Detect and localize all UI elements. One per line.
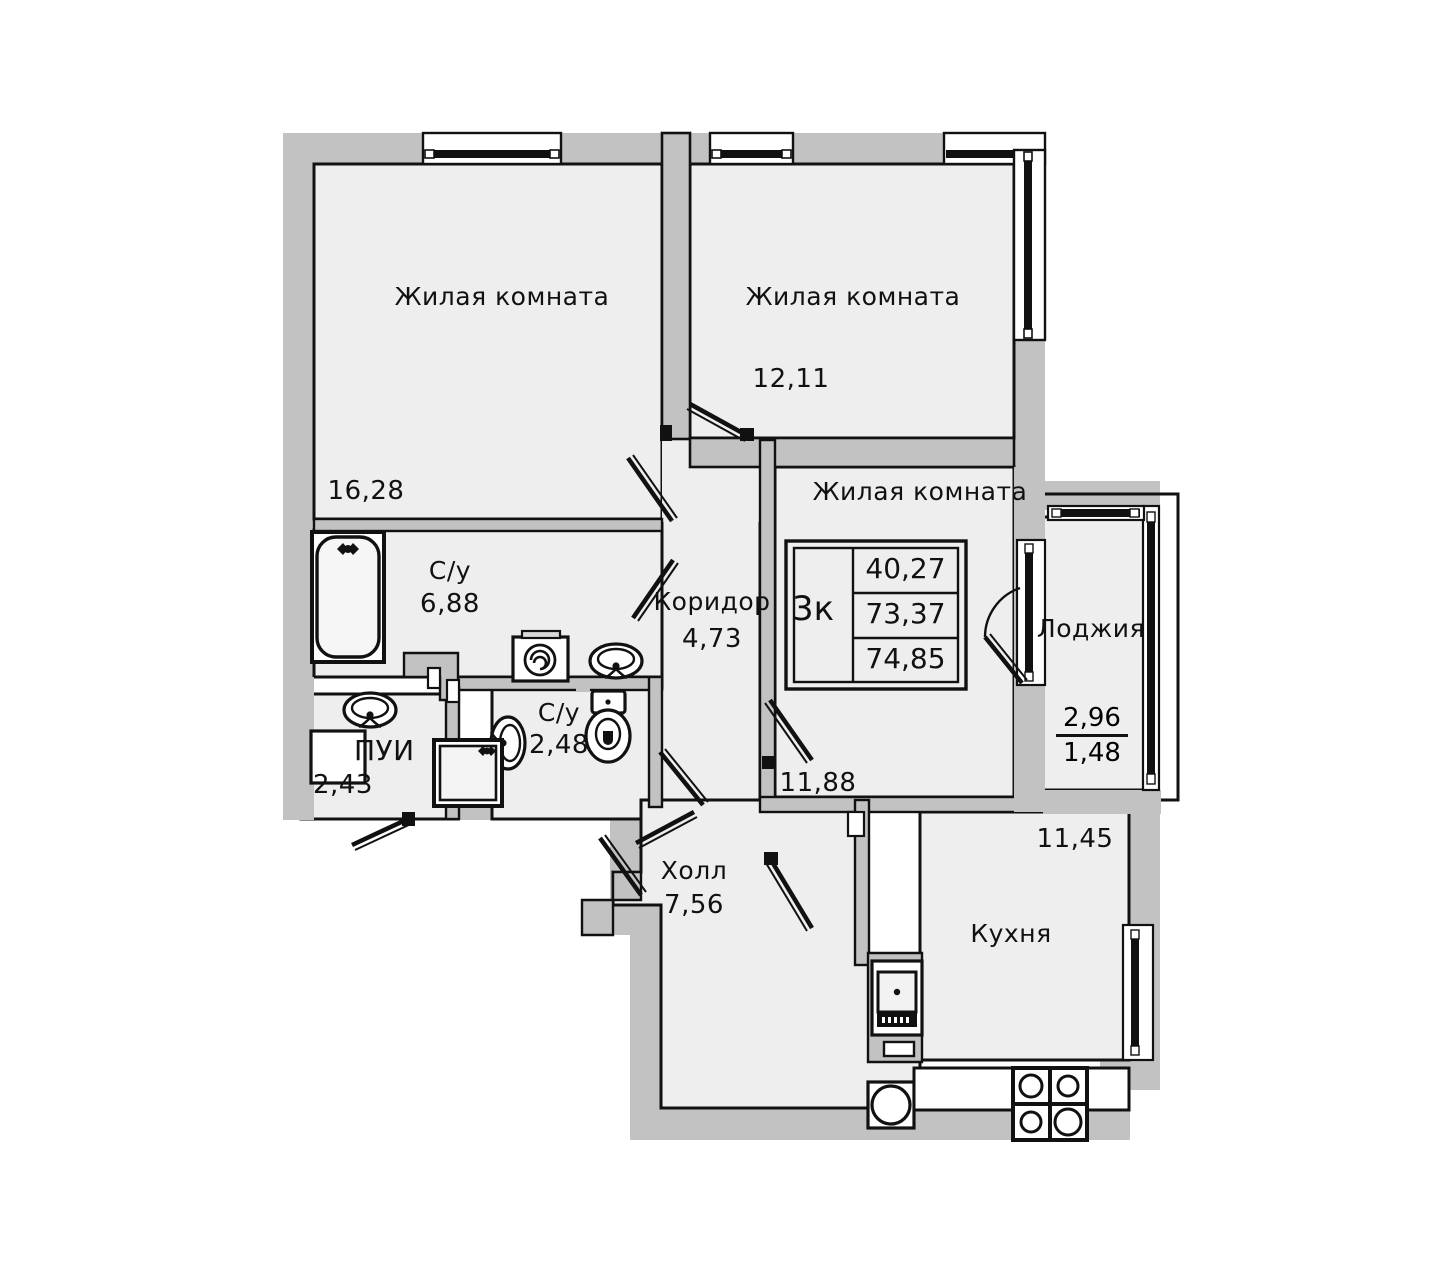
room-area-loggia: 2,96 1,48: [1056, 703, 1128, 768]
cabinet-icon: [309, 729, 367, 785]
room-label-kitchen: Кухня: [970, 919, 1052, 948]
loggia-area-reduced: 1,48: [1063, 738, 1121, 768]
toilet-icon: [584, 689, 632, 764]
windows: [421, 131, 1161, 1062]
summary-total-area: 74,85: [865, 642, 946, 675]
summary-table-box: [784, 539, 968, 691]
room-label-living-room-1: Жилая комната: [394, 282, 610, 311]
room-label-living-room-3: Жилая комната: [812, 477, 1028, 506]
sink-icon: [342, 691, 398, 729]
apartment-summary: 3к 40,27 73,37 74,85: [786, 541, 966, 689]
room-area-living-room-1: 16,28: [327, 476, 405, 506]
bathtub-icon: [310, 530, 386, 664]
room-area-bathroom-wc: 2,48: [529, 730, 589, 760]
interior-walls: [286, 131, 1161, 1064]
room-area-living-room-2: 12,11: [752, 364, 830, 394]
kitchen-sink-icon: [866, 1080, 916, 1130]
loggia-area-total: 2,96: [1063, 703, 1121, 733]
room-area-pui: 2,43: [313, 770, 373, 800]
loggia-area-divider: [1056, 734, 1128, 737]
room-area-bathroom-main: 6,88: [420, 589, 480, 619]
room-area-corridor: 4,73: [682, 624, 742, 654]
summary-area-without-loggia: 73,37: [865, 597, 946, 630]
room-label-corridor: Коридор: [653, 587, 771, 616]
shower-tray-icon: [432, 738, 504, 808]
room-label-hall: Холл: [660, 856, 728, 885]
room-area-living-room-3: 11,88: [779, 768, 857, 798]
room-label-living-room-2: Жилая комната: [745, 282, 961, 311]
room-label-bathroom-wc: С/у: [537, 698, 581, 727]
washing-machine-icon: [511, 629, 570, 683]
room-label-pui: ПУИ: [354, 734, 415, 767]
doors: [351, 402, 1028, 932]
sink-icon: [588, 642, 644, 680]
room-area-hall: 7,56: [664, 890, 724, 920]
refrigerator-icon: [870, 959, 924, 1058]
summary-living-area: 40,27: [865, 552, 946, 585]
stove-icon: [1011, 1066, 1089, 1142]
fixtures: [309, 530, 1131, 1142]
room-area-kitchen: 11,45: [1036, 824, 1114, 854]
summary-rooms-code: 3к: [792, 589, 835, 629]
room-label-bathroom-main: С/у: [428, 556, 472, 585]
room-label-loggia: Лоджия: [1036, 614, 1146, 643]
